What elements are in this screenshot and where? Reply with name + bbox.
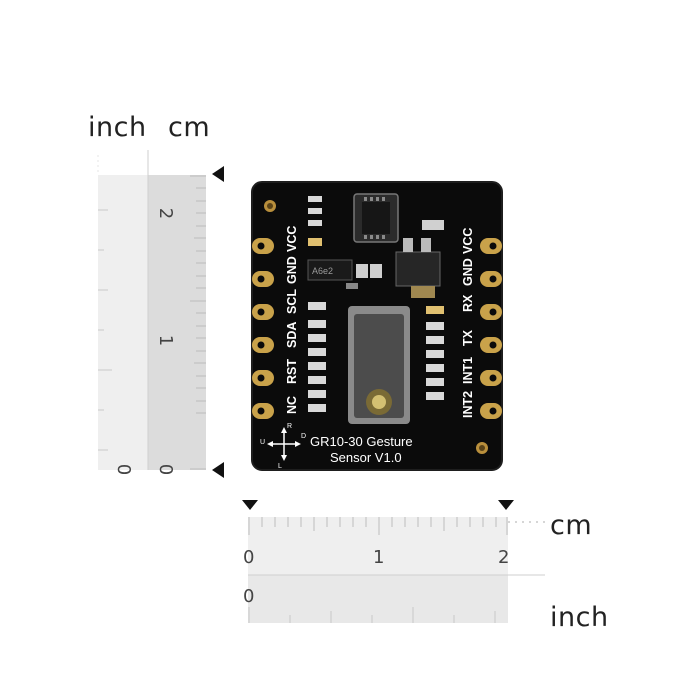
pin-label-rst: RST <box>285 359 299 384</box>
bottom-inch-label: inch <box>550 602 609 633</box>
axis-label-r: R <box>287 423 292 430</box>
bottom-cm-tick-1: 1 <box>373 547 385 568</box>
board-title-line2: Sensor V1.0 <box>330 450 402 465</box>
left-inch-label: inch <box>88 112 147 143</box>
pin-label-gnd: GND <box>285 256 299 284</box>
pin-label-vcc-right: VCC <box>461 228 475 254</box>
left-inch-tick-0: 0 <box>113 463 135 476</box>
bottom-ruler <box>248 517 545 623</box>
axis-label-d: D <box>301 433 306 440</box>
left-cm-tick-1: 1 <box>155 334 177 347</box>
pin-label-nc: NC <box>285 396 299 414</box>
pin-label-scl: SCL <box>285 289 299 314</box>
left-cm-label: cm <box>168 112 211 143</box>
pin-label-rx: RX <box>461 294 475 312</box>
left-ruler <box>97 150 206 470</box>
chip-marking: A6e2 <box>312 266 333 276</box>
direction-cross-icon <box>270 430 298 458</box>
pin-label-sda: SDA <box>285 322 299 348</box>
pin-label-tx: TX <box>461 329 475 346</box>
bottom-inch-tick-0: 0 <box>243 586 255 607</box>
bottom-boundary-arrow-icon <box>212 462 224 478</box>
right-boundary-arrow-icon <box>498 500 514 510</box>
left-boundary-arrow-icon <box>242 500 258 510</box>
pin-label-vcc: VCC <box>285 226 299 252</box>
top-boundary-arrow-icon <box>212 166 224 182</box>
gesture-sensor-board: A6e2 NC RST SDA SCL GND VCC <box>251 181 503 471</box>
board-title-line1: GR10-30 Gesture <box>310 434 413 449</box>
pin-label-int1: INT1 <box>461 357 475 384</box>
bottom-cm-tick-2: 2 <box>498 547 510 568</box>
pin-label-int2: INT2 <box>461 391 475 418</box>
pin-label-gnd-right: GND <box>461 258 475 286</box>
axis-label-u: U <box>260 439 265 446</box>
axis-label-l: L <box>278 463 282 470</box>
bottom-cm-tick-0: 0 <box>243 547 255 568</box>
left-cm-tick-2: 2 <box>155 207 177 220</box>
bottom-cm-label: cm <box>550 510 593 541</box>
left-cm-tick-0: 0 <box>155 463 177 476</box>
